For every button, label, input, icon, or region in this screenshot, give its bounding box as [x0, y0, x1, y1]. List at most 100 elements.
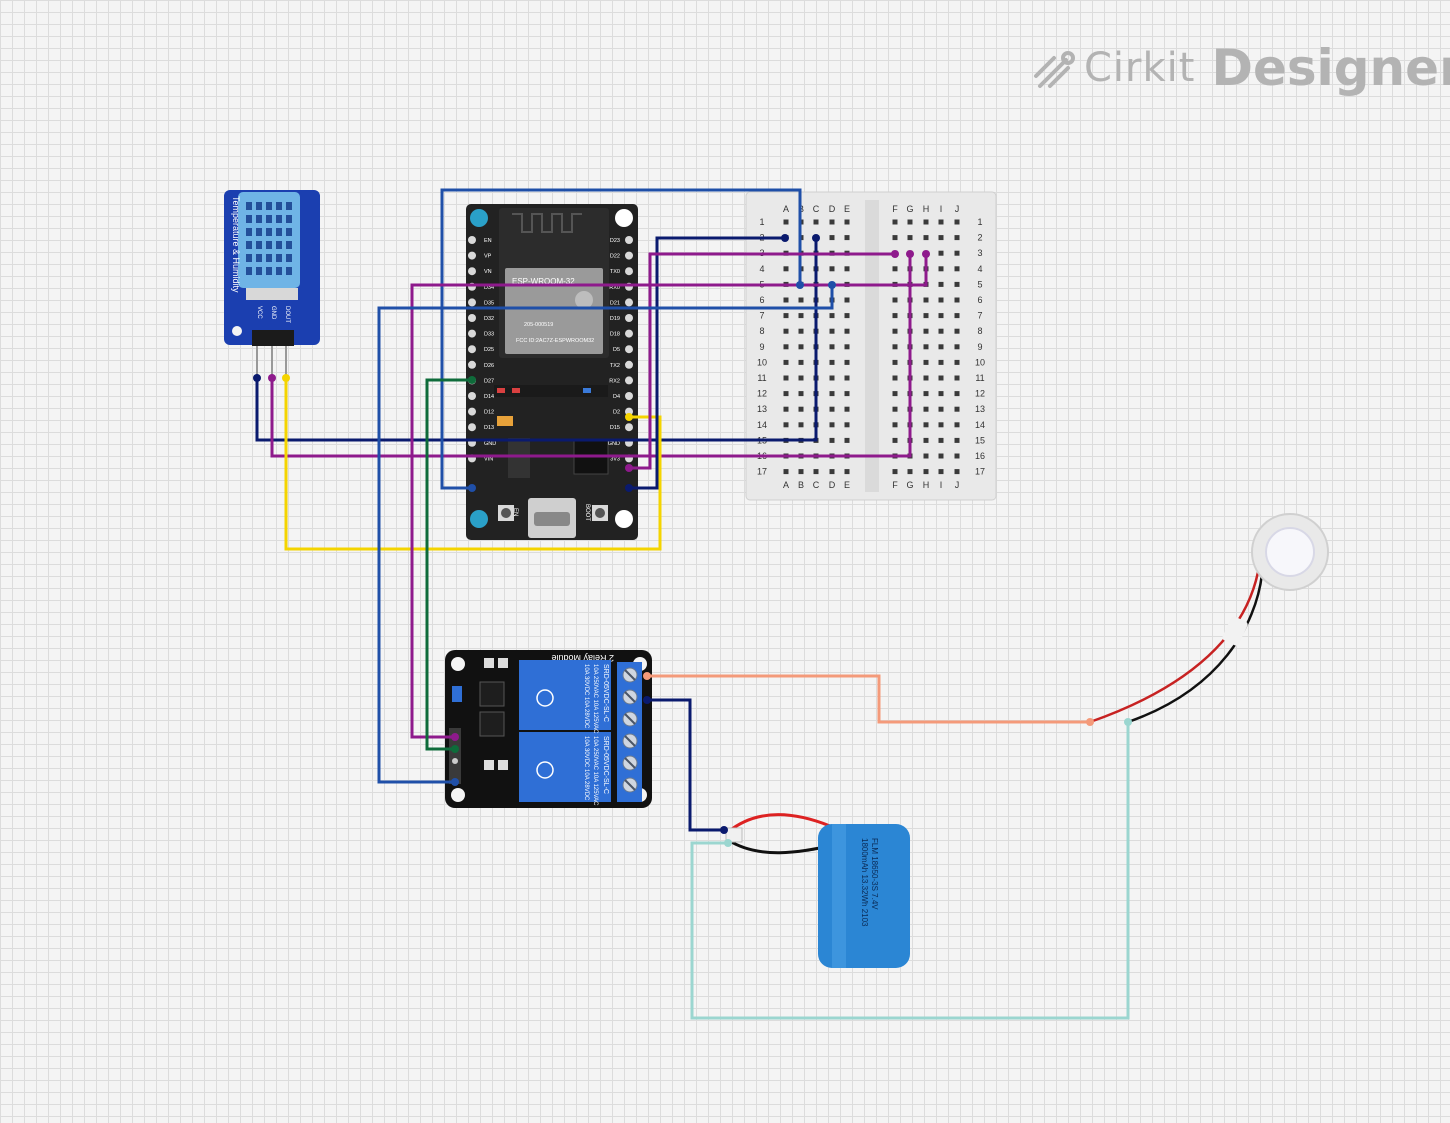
esp32-pin[interactable]	[625, 392, 633, 400]
esp32-pin[interactable]	[625, 329, 633, 338]
esp32-pin[interactable]	[468, 267, 476, 276]
breadboard-hole[interactable]	[829, 469, 835, 475]
esp32-pin[interactable]	[625, 314, 633, 322]
breadboard-hole[interactable]	[892, 219, 898, 225]
breadboard-hole[interactable]	[844, 422, 850, 428]
breadboard-hole[interactable]	[954, 453, 960, 459]
esp32-board[interactable]: ESP-WROOM-32 205-000519 FCC ID:2AC7Z-ESP…	[466, 204, 638, 540]
breadboard-hole[interactable]	[938, 219, 944, 225]
breadboard-hole[interactable]	[783, 297, 789, 303]
breadboard-hole[interactable]	[798, 328, 804, 334]
wire-esp32-gnd-to-breadboard[interactable]	[629, 252, 895, 470]
esp32-pin[interactable]	[468, 314, 476, 322]
breadboard-hole[interactable]	[892, 297, 898, 303]
breadboard-hole[interactable]	[844, 235, 850, 241]
relay-input-pin[interactable]	[452, 758, 458, 764]
breadboard-hole[interactable]	[829, 406, 835, 412]
breadboard-hole[interactable]	[892, 375, 898, 381]
esp32-pin[interactable]	[625, 267, 633, 276]
breadboard-hole[interactable]	[783, 469, 789, 475]
breadboard-hole[interactable]	[892, 328, 898, 334]
breadboard-hole[interactable]	[954, 235, 960, 241]
breadboard-hole[interactable]	[783, 406, 789, 412]
esp32-pin[interactable]	[468, 298, 476, 307]
breadboard-hole[interactable]	[923, 344, 929, 350]
esp32-pin[interactable]	[625, 251, 633, 260]
breadboard-hole[interactable]	[954, 297, 960, 303]
breadboard-hole[interactable]	[844, 328, 850, 334]
breadboard-hole[interactable]	[892, 406, 898, 412]
breadboard-hole[interactable]	[954, 219, 960, 225]
esp32-pin[interactable]	[625, 236, 633, 244]
breadboard-hole[interactable]	[844, 406, 850, 412]
breadboard-hole[interactable]	[783, 375, 789, 381]
wire-esp32-vin-to-breadboard[interactable]	[440, 188, 802, 490]
breadboard-hole[interactable]	[938, 344, 944, 350]
breadboard-hole[interactable]	[829, 219, 835, 225]
breadboard-hole[interactable]	[938, 391, 944, 397]
breadboard-hole[interactable]	[829, 344, 835, 350]
breadboard-hole[interactable]	[783, 266, 789, 272]
breadboard-hole[interactable]	[923, 235, 929, 241]
breadboard-hole[interactable]	[798, 375, 804, 381]
breadboard-hole[interactable]	[829, 391, 835, 397]
breadboard-hole[interactable]	[938, 422, 944, 428]
esp32-pin[interactable]	[468, 407, 476, 416]
breadboard-hole[interactable]	[829, 328, 835, 334]
breadboard-hole[interactable]	[907, 469, 913, 475]
breadboard-hole[interactable]	[938, 469, 944, 475]
breadboard-hole[interactable]	[923, 453, 929, 459]
wire-relay-vcc-to-breadboard[interactable]	[377, 285, 834, 784]
breadboard-hole[interactable]	[954, 328, 960, 334]
breadboard-hole[interactable]	[938, 406, 944, 412]
breadboard-hole[interactable]	[923, 375, 929, 381]
breadboard-hole[interactable]	[923, 359, 929, 365]
breadboard-hole[interactable]	[813, 469, 819, 475]
esp32-pin[interactable]	[625, 423, 633, 432]
breadboard-hole[interactable]	[783, 344, 789, 350]
wires[interactable]	[255, 188, 1130, 1020]
breadboard-hole[interactable]	[954, 344, 960, 350]
breadboard-hole[interactable]	[923, 328, 929, 334]
breadboard-hole[interactable]	[783, 328, 789, 334]
breadboard-hole[interactable]	[938, 453, 944, 459]
breadboard-hole[interactable]	[844, 469, 850, 475]
breadboard-hole[interactable]	[938, 359, 944, 365]
breadboard-hole[interactable]	[844, 391, 850, 397]
breadboard-hole[interactable]	[938, 250, 944, 256]
breadboard-hole[interactable]	[798, 359, 804, 365]
breadboard-hole[interactable]	[813, 219, 819, 225]
breadboard-hole[interactable]	[844, 266, 850, 272]
breadboard-hole[interactable]	[844, 344, 850, 350]
breadboard-hole[interactable]	[954, 469, 960, 475]
breadboard-hole[interactable]	[954, 375, 960, 381]
breadboard-hole[interactable]	[923, 422, 929, 428]
breadboard-hole[interactable]	[829, 359, 835, 365]
breadboard-hole[interactable]	[829, 313, 835, 319]
breadboard-hole[interactable]	[923, 219, 929, 225]
esp32-pin[interactable]	[468, 345, 476, 354]
breadboard-hole[interactable]	[783, 219, 789, 225]
breadboard-hole[interactable]	[892, 266, 898, 272]
breadboard-hole[interactable]	[798, 344, 804, 350]
breadboard-hole[interactable]	[954, 422, 960, 428]
breadboard-hole[interactable]	[954, 250, 960, 256]
breadboard-hole[interactable]	[892, 344, 898, 350]
esp32-pin[interactable]	[468, 236, 476, 244]
breadboard-hole[interactable]	[892, 313, 898, 319]
esp32-pin[interactable]	[468, 251, 476, 260]
breadboard-hole[interactable]	[938, 328, 944, 334]
wire-dht-vcc-to-breadboard[interactable]	[255, 238, 818, 442]
breadboard-hole[interactable]	[829, 235, 835, 241]
breadboard-hole[interactable]	[907, 235, 913, 241]
breadboard-hole[interactable]	[798, 391, 804, 397]
breadboard-hole[interactable]	[829, 422, 835, 428]
breadboard-hole[interactable]	[923, 391, 929, 397]
esp32-pin[interactable]	[625, 360, 633, 369]
breadboard-hole[interactable]	[938, 297, 944, 303]
breadboard-hole[interactable]	[938, 281, 944, 287]
breadboard-hole[interactable]	[783, 422, 789, 428]
breadboard-hole[interactable]	[938, 266, 944, 272]
breadboard-hole[interactable]	[954, 406, 960, 412]
